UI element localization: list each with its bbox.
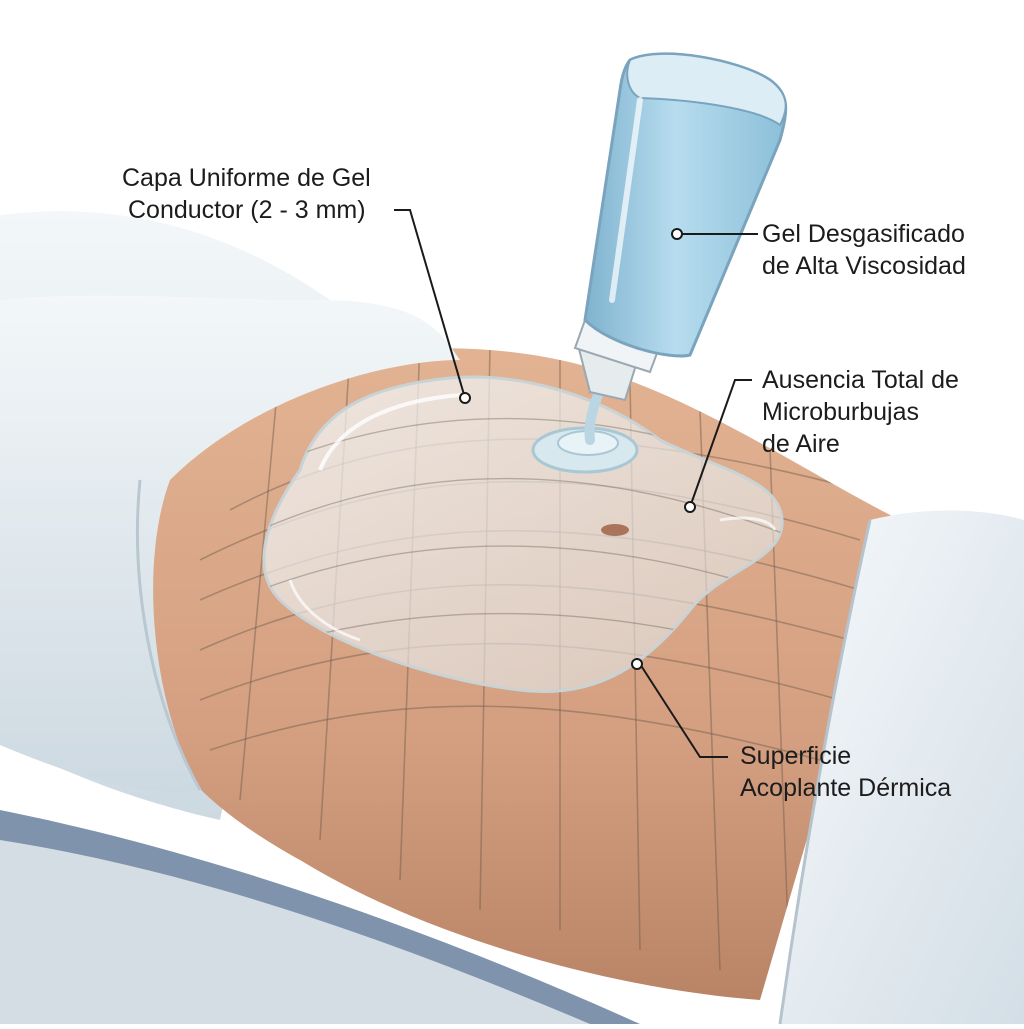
callout-no-bubbles: Ausencia Total de Microburbujas de Aire xyxy=(762,364,959,460)
callout-skin-surface-line1: Superficie xyxy=(740,742,852,770)
left-sheet-fold xyxy=(0,295,460,792)
navel xyxy=(601,524,629,536)
callout-no-bubbles-line3: de Aire xyxy=(762,430,840,458)
callout-degassed-gel-line2: de Alta Viscosidad xyxy=(762,252,966,280)
gel-layer xyxy=(262,375,784,693)
callout-lines xyxy=(394,209,758,758)
callout-no-bubbles-line1: Ausencia Total de xyxy=(762,366,959,394)
bed-edge-stripe xyxy=(0,810,640,1024)
gel-layer-marker xyxy=(459,392,471,404)
callout-degassed-gel-line1: Gel Desgasificado xyxy=(762,220,965,248)
callout-gel-layer-line2: Conductor (2 - 3 mm) xyxy=(128,196,366,224)
right-sheet xyxy=(780,510,1024,1024)
callout-skin-surface: Superficie Acoplante Dérmica xyxy=(740,740,951,804)
gel-bottle xyxy=(573,52,788,402)
callout-skin-surface-line2: Acoplante Dérmica xyxy=(740,774,952,802)
bed-surface xyxy=(0,820,600,1024)
bottle-marker xyxy=(671,228,683,240)
callout-no-bubbles-line2: Microburbujas xyxy=(762,398,920,426)
callout-gel-layer-line1: Capa Uniforme de Gel xyxy=(122,164,371,192)
callout-degassed-gel: Gel Desgasificado de Alta Viscosidad xyxy=(762,218,966,282)
skin-surface-marker xyxy=(631,658,643,670)
callout-gel-layer: Capa Uniforme de Gel Conductor (2 - 3 mm… xyxy=(122,162,371,226)
bubble-marker xyxy=(684,501,696,513)
